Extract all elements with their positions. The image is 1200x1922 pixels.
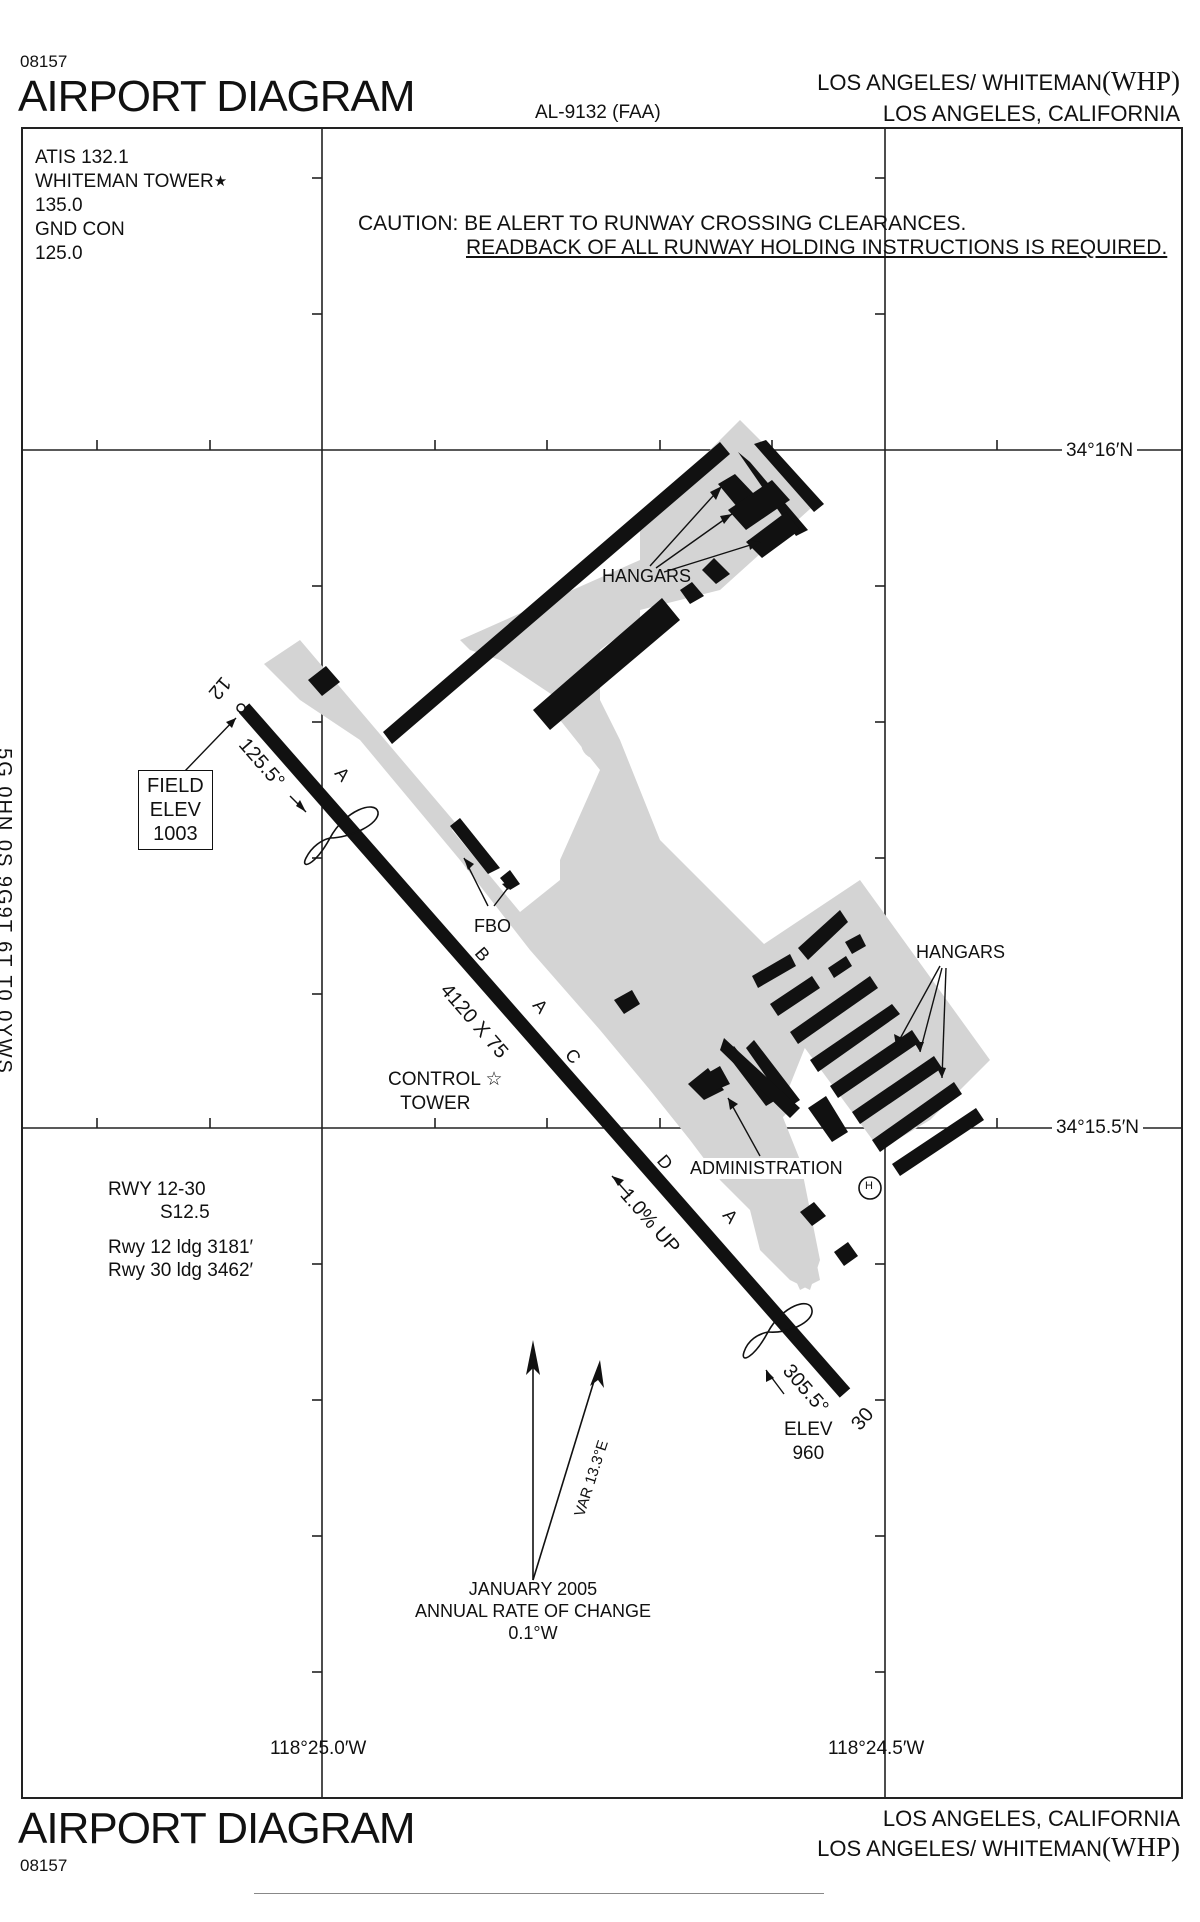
runway-30-landing: Rwy 30 ldg 3462′ (108, 1260, 254, 1281)
field-elev-value: 1003 (153, 823, 198, 845)
runway-12-threshold (236, 703, 246, 713)
airport-name-text-bottom: LOS ANGELES/ WHITEMAN (817, 1836, 1103, 1861)
airport-code: (WHP) (1102, 66, 1180, 96)
airport-name-bottom: LOS ANGELES/ WHITEMAN(WHP) (817, 1832, 1180, 1863)
field-elev-label-2: ELEV (149, 799, 201, 821)
leader-arrowheads (226, 486, 946, 1382)
north-arrow (526, 1340, 540, 1580)
chart-title-bottom: AIRPORT DIAGRAM (18, 1804, 416, 1853)
tower-label-row: WHITEMAN TOWER★ (35, 170, 227, 194)
field-elevation-box: FIELD ELEV 1003 (138, 770, 213, 850)
magnetic-north-arrow (532, 1360, 604, 1581)
map-frame (21, 127, 1183, 1799)
tower-label: WHITEMAN TOWER (35, 171, 214, 192)
ground-frequency: 125.0 (35, 243, 83, 264)
magnetic-rate: 0.1°W (508, 1623, 558, 1643)
airport-code-bottom: (WHP) (1102, 1832, 1180, 1862)
hangars-north (308, 440, 824, 744)
city-state-bottom: LOS ANGELES, CALIFORNIA (882, 1806, 1180, 1831)
longitude-left: 118°25.0′W (270, 1738, 367, 1759)
latitude-top: 34°16′N (1062, 440, 1138, 462)
longitude-right: 118°24.5′W (828, 1738, 925, 1759)
fbo-buildings (450, 818, 640, 1014)
runway-strength: S12.5 (160, 1202, 210, 1223)
approach-light-symbols (303, 806, 813, 1359)
end-elev-label: ELEV (784, 1419, 833, 1440)
heliport-symbol (858, 1176, 882, 1200)
control-tower-label: CONTROL ☆ TOWER (388, 1068, 503, 1116)
administration-label: ADMINISTRATION (688, 1158, 845, 1179)
magnetic-rate-label: ANNUAL RATE OF CHANGE (414, 1601, 652, 1621)
hangars-north-label: HANGARS (602, 566, 692, 586)
runway-12-30 (238, 703, 851, 1398)
grid-ticks (96, 177, 1111, 1673)
control-tower-text-2: TOWER (400, 1093, 471, 1114)
latitude-bottom: 34°15.5′N (1052, 1117, 1143, 1139)
runway-12-landing: Rwy 12 ldg 3181′ (108, 1237, 254, 1258)
control-tower-text-1: CONTROL (388, 1069, 481, 1090)
airport-name-top: LOS ANGELES/ WHITEMAN(WHP) (817, 66, 1180, 97)
control-tower-row: CONTROL ☆ (388, 1068, 503, 1092)
apron-island (452, 783, 560, 912)
caution-line-2: READBACK OF ALL RUNWAY HOLDING INSTRUCTI… (466, 236, 1168, 259)
fbo-label: FBO (474, 916, 512, 936)
runway-designation: RWY 12-30 (108, 1179, 206, 1200)
end-elev-value: 960 (792, 1443, 825, 1464)
leader-lines (183, 485, 947, 1395)
chart-title-top: AIRPORT DIAGRAM (18, 72, 416, 121)
magnetic-info: JANUARY 2005 ANNUAL RATE OF CHANGE 0.1°W (400, 1578, 666, 1644)
field-elev-label-1: FIELD (147, 775, 204, 797)
atis-frequency: ATIS 132.1 (35, 147, 129, 168)
runway-info: RWY 12-30 S12.5 Rwy 12 ldg 3181′ Rwy 30 … (108, 1178, 253, 1282)
magnetic-date: JANUARY 2005 (468, 1579, 598, 1599)
tower-frequency: 135.0 (35, 195, 83, 216)
runway-30-elevation: ELEV 960 (784, 1418, 833, 1466)
hangars-east (688, 910, 984, 1266)
star-icon: ★ (213, 173, 228, 190)
city-state-top: LOS ANGELES, CALIFORNIA (882, 101, 1180, 126)
control-tower-icon: ☆ (485, 1069, 503, 1090)
chart-number-bottom: 08157 (20, 1856, 68, 1875)
heliport-letter: H (865, 1180, 873, 1192)
bottom-divider (254, 1893, 824, 1894)
airport-name-text: LOS ANGELES/ WHITEMAN (817, 70, 1103, 95)
frequency-block: ATIS 132.1 WHITEMAN TOWER★ 135.0 GND CON… (35, 146, 227, 266)
caution-line-1: CAUTION: BE ALERT TO RUNWAY CROSSING CLE… (358, 212, 967, 235)
chart-number-top: 08157 (20, 52, 68, 71)
document-id: AL-9132 (FAA) (535, 102, 661, 123)
hangars-east-label: HANGARS (916, 942, 1006, 962)
ground-label: GND CON (35, 219, 125, 240)
